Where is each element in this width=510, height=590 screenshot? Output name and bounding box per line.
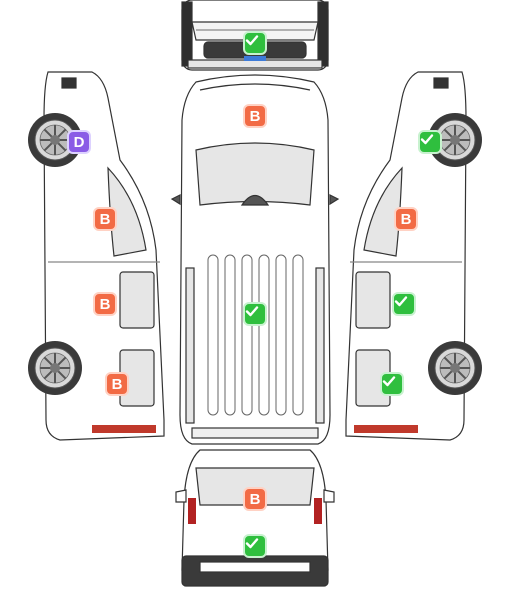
rear-view [175, 449, 335, 587]
marker-label: B [99, 295, 111, 313]
marker-front-bumper[interactable] [243, 31, 267, 55]
marker-label: B [111, 375, 123, 393]
marker-left-front-wheel[interactable]: D [67, 130, 91, 154]
marker-roof-front[interactable]: B [243, 104, 267, 128]
checkmark-icon [245, 35, 259, 46]
marker-label: B [249, 490, 261, 508]
marker-left-rear-panel[interactable]: B [105, 372, 129, 396]
marker-roof-center[interactable] [243, 302, 267, 326]
marker-right-rear-panel[interactable] [380, 372, 404, 396]
checkmark-icon [394, 296, 408, 307]
marker-label: B [400, 210, 412, 228]
marker-right-front-wheel[interactable] [418, 130, 442, 154]
checkmark-icon [382, 376, 396, 387]
marker-label: B [99, 210, 111, 228]
marker-label: B [249, 107, 261, 125]
marker-right-front-door[interactable]: B [394, 207, 418, 231]
marker-right-sliding-door[interactable] [392, 292, 416, 316]
marker-left-sliding-door[interactable]: B [93, 292, 117, 316]
marker-label: D [73, 133, 85, 151]
checkmark-icon [245, 538, 259, 549]
checkmark-icon [420, 134, 434, 145]
checkmark-icon [245, 306, 259, 317]
top-view [170, 74, 340, 445]
marker-left-front-door[interactable]: B [93, 207, 117, 231]
marker-rear-window[interactable]: B [243, 487, 267, 511]
marker-rear-bumper[interactable] [243, 534, 267, 558]
right-side-view [345, 71, 467, 441]
